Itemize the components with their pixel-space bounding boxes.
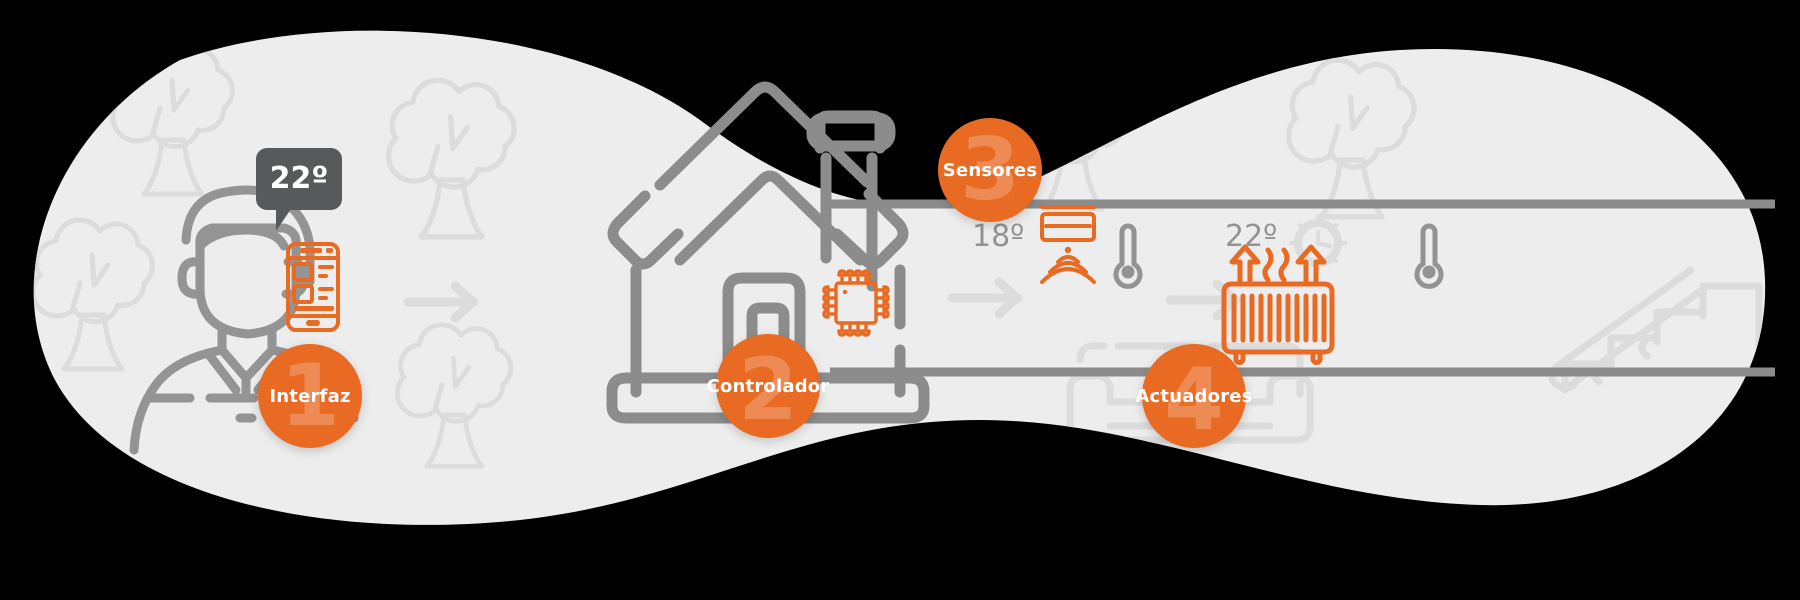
thermometer-icon	[1113, 223, 1143, 289]
cpu-chip-icon	[822, 269, 890, 337]
badge-controlador-label: Controlador	[706, 375, 830, 397]
sensor-readout-2-value: 22º	[1225, 219, 1278, 254]
thermometer-icon	[1414, 223, 1444, 289]
radiator-icon	[1221, 244, 1335, 365]
house-icon	[606, 81, 930, 424]
motion-sensor-icon	[1040, 205, 1096, 284]
speech-bubble-tail	[276, 209, 291, 231]
arrow-right-icon	[403, 281, 479, 323]
badge-sensores-label: Sensores	[942, 159, 1038, 181]
smartphone-app-icon	[286, 242, 340, 332]
badge-interfaz[interactable]: 1 Interfaz	[258, 344, 362, 448]
sensor-readout-2: 22º	[1225, 222, 1277, 252]
sensor-readout-1-value: 18º	[972, 219, 1025, 254]
sensor-readout-1: 18º	[972, 222, 1024, 252]
badge-actuadores[interactable]: 4 Actuadores	[1135, 344, 1252, 448]
temperature-speech-bubble: 22º	[256, 148, 342, 231]
badge-interfaz-label: Interfaz	[269, 385, 351, 407]
badge-controlador[interactable]: 2 Controlador	[707, 334, 829, 438]
badge-actuadores-label: Actuadores	[1135, 385, 1253, 407]
badge-sensores[interactable]: 3 Sensores	[938, 118, 1042, 222]
arrow-right-icon	[947, 277, 1023, 319]
speech-bubble-value: 22º	[269, 161, 329, 196]
